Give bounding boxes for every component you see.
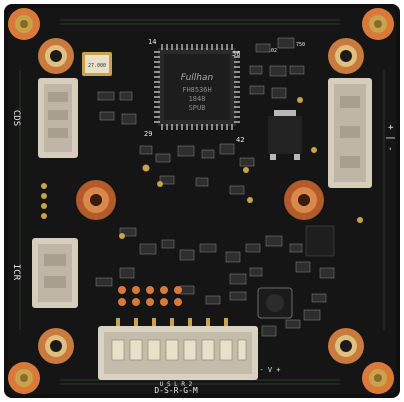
mounting-hole-top-right [362, 8, 394, 40]
pin-label-14: 14 [148, 38, 156, 46]
crystal-label: 27.000 [88, 63, 106, 69]
main-processor-chip: Fullhan FH8536H 1848 SPUB [154, 44, 240, 130]
vias [119, 97, 363, 239]
cds-connector [38, 78, 78, 158]
power-inductor [257, 287, 293, 319]
lens-hole-upper-right [328, 38, 364, 74]
bottom-voltage-label: - V + [259, 366, 280, 374]
smd-components [95, 37, 335, 337]
chip-brand: Fullhan [181, 73, 214, 83]
crystal-oscillator: 27.000 [82, 52, 112, 76]
lens-hole-lower-right [328, 328, 364, 364]
side-pads [41, 183, 47, 219]
icr-label: ICR [11, 264, 21, 281]
voltage-regulator [268, 110, 302, 160]
mosfet-chip [305, 225, 335, 257]
sensor-hole-right [284, 180, 324, 220]
ref-102: 102 [268, 48, 277, 54]
chip-line-2: 1848 [189, 95, 206, 103]
pin-label-42: 42 [236, 136, 244, 144]
ref-750: 750 [296, 42, 305, 48]
power-label: + | - [385, 124, 395, 151]
lens-hole-upper-left [38, 38, 74, 74]
icr-connector [32, 238, 78, 308]
lens-hole-lower-left [38, 328, 74, 364]
sensor-hole-left [76, 180, 116, 220]
pin-label-56: 56 [232, 50, 240, 58]
bottom-pin-labels: D-S-R-G-M [154, 386, 198, 395]
mounting-hole-bottom-left [8, 362, 40, 394]
edge-traces [19, 19, 385, 385]
test-pads [118, 286, 182, 306]
mounting-hole-bottom-right [362, 362, 394, 394]
chip-line-1: FH8536H [182, 86, 212, 94]
mounting-hole-top-left [8, 8, 40, 40]
pin-label-29: 29 [144, 130, 152, 138]
power-connector [328, 78, 372, 188]
chip-line-3: SPUB [189, 104, 206, 112]
bottom-connector [98, 318, 258, 380]
cds-label: CDS [11, 110, 21, 126]
bottom-pin-labels-2: U S L R 2 [160, 381, 193, 388]
